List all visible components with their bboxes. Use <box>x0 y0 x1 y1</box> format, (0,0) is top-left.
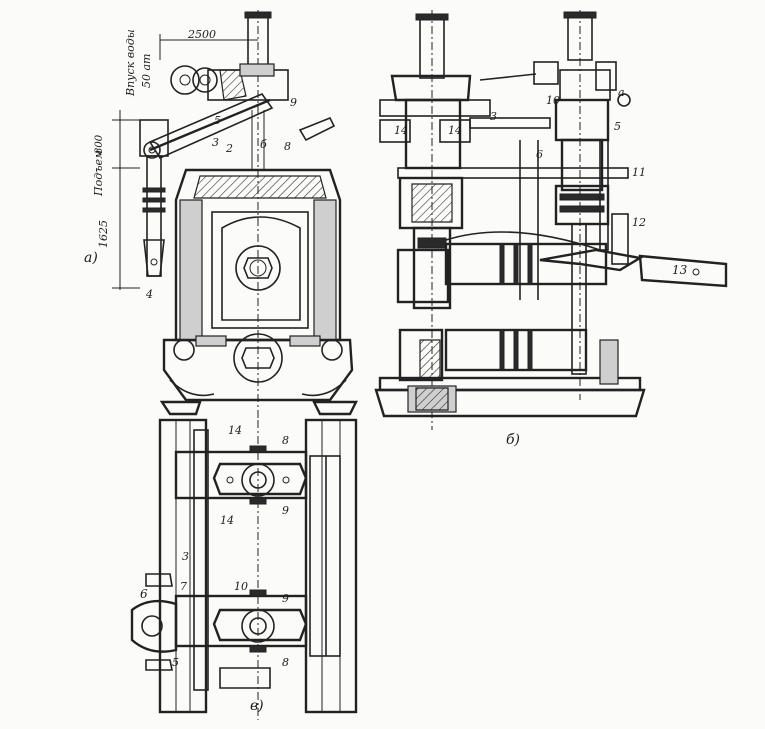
callout-12-b: 12 <box>632 216 646 229</box>
callout-4-a: 4 <box>145 288 153 301</box>
callout-3-a: 3 <box>212 136 219 149</box>
callout-7-v: 7 <box>180 580 187 593</box>
view-label-v: в) <box>250 698 264 714</box>
dim-2500: 2500 <box>187 28 216 41</box>
view-b-side <box>374 10 728 430</box>
callout-8-v-bottom: 8 <box>282 656 289 669</box>
callout-3-v: 3 <box>182 550 189 563</box>
view-a-front <box>112 10 358 420</box>
callout-13-b: 13 <box>672 263 688 277</box>
callout-14-right: 14 <box>448 124 462 137</box>
labels: а) б) в) 2500 1625 800 Впуск воды 50 ат … <box>84 28 688 714</box>
dim-1625: 1625 <box>97 220 110 248</box>
callout-9-v-top: 9 <box>282 504 289 517</box>
callout-14-left: 14 <box>394 124 408 137</box>
callout-5-v: 5 <box>172 656 179 669</box>
view-label-a: а) <box>84 250 98 266</box>
callout-11-b: 11 <box>632 166 646 179</box>
water-inlet-note: Впуск воды <box>124 29 137 97</box>
callout-9-a: 9 <box>290 96 297 109</box>
callout-14-v-top: 14 <box>228 424 242 437</box>
callout-5-a: 5 <box>214 114 221 127</box>
dim-800: 800 <box>94 134 105 154</box>
callout-8-v-top: 8 <box>282 434 289 447</box>
callout-10-b: 10 <box>546 94 560 107</box>
lift-note: Подъем <box>92 150 105 197</box>
callout-8-a: 8 <box>284 140 291 153</box>
callout-6-b: 6 <box>536 148 543 161</box>
callout-6-v: 6 <box>140 587 148 601</box>
view-label-b: б) <box>506 432 520 448</box>
callout-9-v-bottom: 9 <box>282 592 289 605</box>
view-v-plan <box>130 418 358 720</box>
callout-5-b: 5 <box>614 120 621 133</box>
callout-b-letter-a: б <box>260 138 267 151</box>
callout-10-v: 10 <box>234 580 248 593</box>
callout-3-b: 3 <box>490 110 497 123</box>
callout-2-a: 2 <box>225 142 233 155</box>
callout-14-v-mid: 14 <box>220 514 234 527</box>
pressure-note: 50 ат <box>140 54 153 88</box>
callout-a-letter-b: а <box>618 86 625 99</box>
